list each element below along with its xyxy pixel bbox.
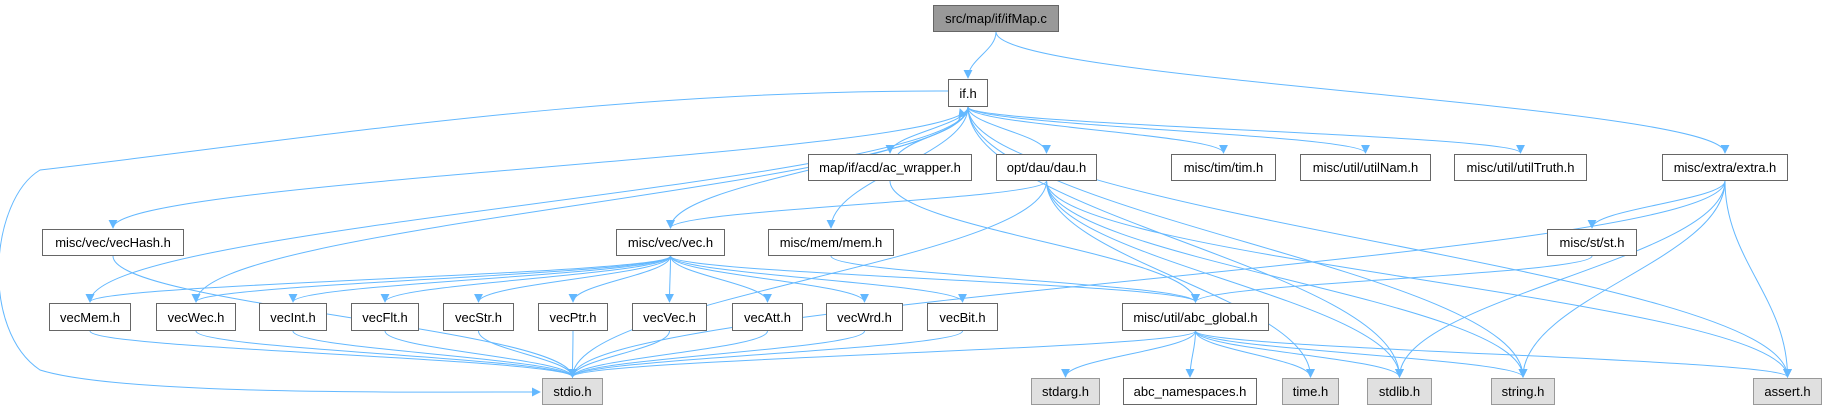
node-vecwrd-h[interactable]: vecWrd.h — [826, 303, 903, 331]
node-abc-namespaces-h[interactable]: abc_namespaces.h — [1123, 378, 1257, 405]
node-vecptr-h[interactable]: vecPtr.h — [538, 303, 608, 331]
edge-if_h-to-assert_h — [967, 106, 1792, 378]
node-ifmap-c[interactable]: src/map/if/ifMap.c — [933, 5, 1059, 32]
node-tim-h[interactable]: misc/tim/tim.h — [1171, 154, 1276, 181]
edge-vecflt_h-to-stdio_h — [384, 330, 577, 378]
node-st-h[interactable]: misc/st/st.h — [1547, 229, 1637, 256]
edge-if_h-to-vechash_h — [108, 106, 969, 229]
node-stdio-h: stdio.h — [542, 378, 603, 405]
edge-dau_h-to-time_h — [1046, 180, 1315, 378]
edge-dau_h-to-stdlib_h — [1046, 180, 1404, 378]
edge-abc_global_h-to-string_h — [1195, 330, 1528, 378]
node-vecvec-h[interactable]: vecVec.h — [632, 303, 707, 331]
edge-vechash_h-to-stdio_h — [112, 255, 577, 378]
edge-vecbit_h-to-stdio_h — [568, 330, 963, 378]
node-vecmem-h[interactable]: vecMem.h — [49, 303, 131, 331]
edge-vecint_h-to-stdio_h — [292, 330, 577, 378]
edge-dau_h-to-stdio_h — [568, 180, 1047, 378]
node-abc-global-h[interactable]: misc/util/abc_global.h — [1122, 303, 1269, 331]
edge-extra_h-to-st_h — [1587, 180, 1726, 229]
edge-extra_h-to-stdio_h — [568, 180, 1726, 378]
node-vecbit-h[interactable]: vecBit.h — [927, 303, 998, 331]
node-utiltruth-h[interactable]: misc/util/utilTruth.h — [1454, 154, 1587, 181]
edge-vec_h-to-vecwrd_h — [670, 255, 869, 303]
edge-abc_global_h-to-assert_h — [1195, 330, 1792, 378]
node-vecwec-h[interactable]: vecWec.h — [156, 303, 236, 331]
edge-dau_h-to-string_h — [1046, 180, 1528, 378]
edge-if_h-to-dau_h — [967, 106, 1051, 154]
edge-abc_global_h-to-stdio_h — [568, 330, 1196, 378]
node-stdlib-h: stdlib.h — [1367, 378, 1432, 405]
edge-vec_h-to-vecptr_h — [568, 255, 671, 303]
edge-ifmap_c-to-if_h — [963, 31, 997, 79]
node-if-h[interactable]: if.h — [948, 79, 988, 107]
edge-abc_global_h-to-time_h — [1195, 330, 1315, 378]
edge-vec_h-to-vecwec_h — [191, 255, 671, 303]
edge-abc_global_h-to-stdarg_h — [1061, 330, 1196, 378]
edge-vec_h-to-vecint_h — [288, 255, 671, 303]
edge-vec_h-to-vecflt_h — [380, 255, 671, 303]
edge-vecptr_h-to-stdio_h — [568, 330, 578, 378]
edge-extra_h-to-stdlib_h — [1395, 180, 1726, 378]
edge-if_h-to-stdlib_h — [967, 106, 1404, 378]
edge-vec_h-to-vecbit_h — [670, 255, 967, 303]
edge-mem_h-to-abc_global_h — [830, 255, 1200, 303]
node-stdarg-h: stdarg.h — [1031, 378, 1100, 405]
edge-dau_h-to-assert_h — [1046, 180, 1792, 378]
edge-vecmem_h-to-stdio_h — [89, 330, 577, 378]
node-vecint-h[interactable]: vecInt.h — [259, 303, 327, 331]
edge-ac_wrapper_h-to-abc_global_h — [889, 180, 1200, 303]
edge-extra_h-to-assert_h — [1724, 180, 1792, 378]
edge-dau_h-to-vec_h — [666, 180, 1047, 229]
edge-extra_h-to-string_h — [1518, 180, 1726, 378]
edge-ac_wrapper_h-to-if_h — [897, 108, 967, 155]
node-assert-h: assert.h — [1753, 378, 1822, 405]
node-vecatt-h[interactable]: vecAtt.h — [732, 303, 803, 331]
node-extra-h[interactable]: misc/extra/extra.h — [1662, 154, 1788, 181]
edge-if_h-to-utiltruth_h — [967, 106, 1525, 154]
edge-vec_h-to-vecvec_h — [665, 255, 675, 303]
edge-st_h-to-abc_global_h — [1191, 255, 1593, 303]
node-utilnam-h[interactable]: misc/util/utilNam.h — [1300, 154, 1431, 181]
edge-vecwec_h-to-stdio_h — [195, 330, 577, 378]
node-mem-h[interactable]: misc/mem/mem.h — [768, 229, 894, 256]
node-string-h: string.h — [1491, 378, 1555, 405]
node-time-h: time.h — [1282, 378, 1339, 405]
node-vec-h[interactable]: misc/vec/vec.h — [616, 229, 725, 256]
edge-vec_h-to-vecatt_h — [670, 255, 772, 303]
edge-if_h-to-tim_h — [967, 106, 1228, 154]
edge-vecatt_h-to-stdio_h — [568, 330, 768, 378]
edge-abc_global_h-to-abc_namespaces_h — [1185, 330, 1196, 378]
node-vecflt-h[interactable]: vecFlt.h — [351, 303, 419, 331]
edge-vecwrd_h-to-stdio_h — [568, 330, 865, 378]
edge-if_h-to-utilnam_h — [967, 106, 1370, 154]
node-ac-wrapper-h[interactable]: map/if/acd/ac_wrapper.h — [808, 154, 972, 181]
edge-ifmap_c-to-extra_h — [995, 31, 1730, 154]
edge-abc_global_h-to-stdlib_h — [1195, 330, 1404, 378]
node-vechash-h[interactable]: misc/vec/vecHash.h — [42, 229, 184, 256]
edge-vec_h-to-vecstr_h — [474, 255, 671, 303]
edge-if_h-to-vecmem_h — [85, 106, 969, 303]
node-vecstr-h[interactable]: vecStr.h — [443, 303, 514, 331]
edge-if_h-to-string_h — [967, 106, 1528, 378]
edge-vec_h-to-vecmem_h — [85, 255, 671, 303]
edge-if_h-to-stdio_h — [0, 90, 949, 397]
node-dau-h[interactable]: opt/dau/dau.h — [996, 154, 1097, 181]
edge-vec_h-to-abc_global_h — [670, 255, 1200, 303]
